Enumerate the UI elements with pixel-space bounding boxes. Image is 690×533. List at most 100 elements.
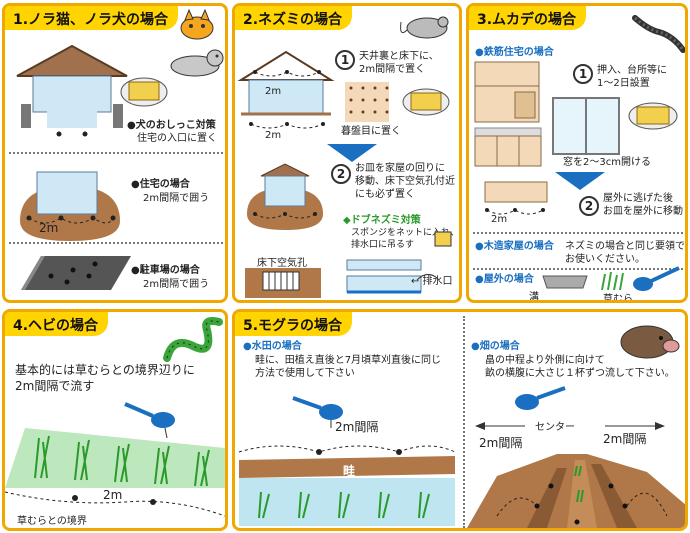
- ladle-icon: [515, 386, 566, 410]
- panel-snakes: 4.ヘビの場合 基本的には草むらとの境界辺りに 2m間隔で流す 2m 草むらとの…: [2, 309, 228, 531]
- outside-illustration: [484, 181, 548, 215]
- dish-icon: [402, 88, 450, 116]
- step2-line2: お皿を屋外に移動: [603, 206, 683, 217]
- house-distance: 2m: [39, 221, 59, 235]
- vent-illustration: [245, 268, 321, 298]
- house-topview-illustration: [20, 171, 120, 241]
- wood-line1: ネズミの場合と同じ要領で: [565, 241, 685, 252]
- wood-grid-illustration: [345, 82, 389, 122]
- step2-number: 2: [579, 196, 599, 216]
- drain-line1: スポンジをネットに入れ、: [351, 228, 460, 238]
- panel-moles: 5.モグラの場合 ●水田の場合 畦に、田植え直後と7月頃草刈直後に同じ 方法で使…: [232, 309, 688, 531]
- center-label: センター: [535, 422, 575, 433]
- house-body: 2m間隔で囲う: [143, 193, 210, 204]
- drain-head: ◆ドブネズミ対策: [343, 215, 421, 226]
- step1-line2: 2m間隔で置く: [359, 64, 426, 75]
- wood-grid-label: 暮盤目に置く: [341, 126, 401, 137]
- dog-icon: [170, 49, 224, 77]
- dog-body: 住宅の入口に置く: [137, 133, 217, 144]
- step2-line1: お皿を家屋の回りに: [355, 163, 445, 174]
- center-arrows: [475, 422, 665, 430]
- parking-head: ●駐車場の場合: [131, 265, 200, 276]
- step1-line2: 1〜2日設置: [597, 78, 650, 89]
- ladle-icon: [633, 266, 680, 291]
- panel1-title: 1.ノラ猫、ノラ犬の場合: [5, 6, 179, 30]
- grass-label: 草むら: [603, 294, 633, 303]
- body-line2: 2m間隔で流す: [15, 379, 95, 393]
- mole-icon: [620, 325, 680, 359]
- vent-label: 床下空気孔: [257, 258, 307, 269]
- arrow-down-icon: [327, 144, 377, 162]
- panel-rats: 2.ネズミの場合 2m 2m 1 天井裏と床下に、 2m間隔で置く 暮盤目に置く: [232, 3, 462, 303]
- body-line1: 基本的には草むらとの境界辺りに: [15, 363, 195, 377]
- drain-illustration: [346, 259, 438, 294]
- window-label: 窓を2〜3cm開ける: [563, 157, 651, 168]
- kitchen-illustration: [474, 127, 542, 167]
- divider: [473, 268, 683, 270]
- paddy-distance: 2m間隔: [335, 420, 379, 434]
- paddy-head: ●水田の場合: [243, 341, 302, 352]
- house-step2-illustration: [247, 163, 323, 230]
- rc-head: ●鉄筋住宅の場合: [475, 47, 554, 58]
- step1-number: 1: [573, 64, 593, 84]
- parking-body: 2m間隔で囲う: [143, 279, 210, 290]
- step2-line2: 移動、床下空気孔付近: [355, 176, 455, 187]
- ladle-icon: [292, 396, 343, 428]
- grassland-illustration: [5, 428, 225, 517]
- left-distance: 2m間隔: [479, 436, 523, 450]
- house-head: ●住宅の場合: [131, 179, 190, 190]
- panel3-title: 3.ムカデの場合: [469, 6, 587, 30]
- grass-icon: [601, 271, 624, 291]
- floor-distance: 2m: [265, 130, 282, 141]
- field-ridges-illustration: [467, 454, 685, 528]
- step2-number: 2: [331, 164, 351, 184]
- wood-head: ●木造家屋の場合: [475, 241, 554, 252]
- snake-icon: [163, 317, 223, 362]
- ditch-label: 溝: [529, 292, 539, 303]
- step1-number: 1: [335, 50, 355, 70]
- sponge-icon: [434, 231, 452, 247]
- ditch-illustration: [542, 275, 588, 289]
- paddy-line1: 畦に、田植え直後と7月頃草刈直後に同じ: [255, 355, 442, 366]
- outdoor-head: ●屋外の場合: [475, 274, 534, 285]
- dish-icon: [628, 102, 678, 130]
- divider: [473, 232, 683, 234]
- paddy-illustration: [238, 445, 456, 526]
- divider: [9, 152, 223, 154]
- panel5-title: 5.モグラの場合: [235, 312, 353, 336]
- rat-icon: [400, 16, 449, 39]
- divider: [463, 316, 465, 528]
- arrow-down-icon: [555, 172, 605, 190]
- field-line2: 畝の横腹に大さじ１杯ずつ流して下さい。: [485, 368, 675, 379]
- step1-line1: 押入、台所等に: [597, 65, 667, 76]
- parking-illustration: [21, 256, 131, 290]
- field-head: ●畑の場合: [471, 341, 520, 352]
- divider: [9, 242, 223, 244]
- wood-line2: お使いください。: [565, 254, 645, 265]
- ridge-label: 畦: [343, 464, 356, 478]
- panel2-title: 2.ネズミの場合: [235, 6, 353, 30]
- step2-distance: 2m: [491, 214, 508, 225]
- border-label: 草むらとの境界: [17, 516, 87, 527]
- house-illustration: [16, 44, 128, 137]
- closet-illustration: [474, 61, 540, 123]
- paddy-line2: 方法で使用して下さい: [255, 368, 355, 379]
- panel4-title: 4.ヘビの場合: [5, 312, 109, 336]
- field-line1: 畠の中程より外側に向けて: [485, 355, 605, 366]
- step1-line1: 天井裏と床下に、: [359, 51, 439, 62]
- centipede-icon: [632, 15, 685, 53]
- drain-line2: 排水口に吊るす: [351, 240, 415, 250]
- distance-label: 2m: [103, 488, 123, 502]
- dog-head: ●犬のおしっこ対策: [127, 120, 216, 131]
- right-distance: 2m間隔: [603, 432, 647, 446]
- step2-line1: 屋外に逃げた後: [603, 193, 673, 204]
- ladle-icon: [124, 402, 175, 439]
- dish-icon: [120, 77, 168, 107]
- step2-line3: にも必ず置く: [355, 189, 415, 200]
- window-illustration: [552, 97, 620, 155]
- ceiling-distance: 2m: [265, 86, 282, 97]
- house-section-illustration: [237, 50, 335, 129]
- panel-stray-cats-dogs: 1.ノラ猫、ノラ犬の場合 ●犬のおしっこ対策 住宅の入口に置く 2m ●住宅の場…: [2, 3, 228, 303]
- drain-label: ← 排水口: [411, 276, 453, 287]
- cat-icon: [180, 8, 214, 40]
